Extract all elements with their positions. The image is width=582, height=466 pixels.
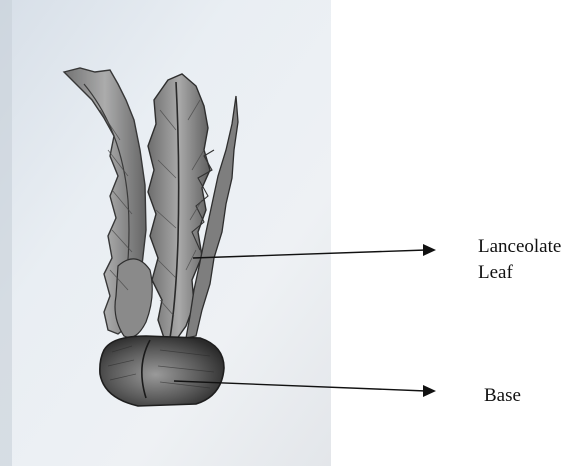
leaf-label-line1: Lanceolate [478,234,561,260]
base-pointer-line [174,381,426,391]
leaf-arrowhead [423,244,436,256]
leaf-pointer-line [193,250,426,258]
base-arrowhead [423,385,436,397]
base-label: Base [484,383,521,409]
leaf-label-line2: Leaf [478,260,561,286]
lanceolate-leaf-label: Lanceolate Leaf [478,234,561,286]
